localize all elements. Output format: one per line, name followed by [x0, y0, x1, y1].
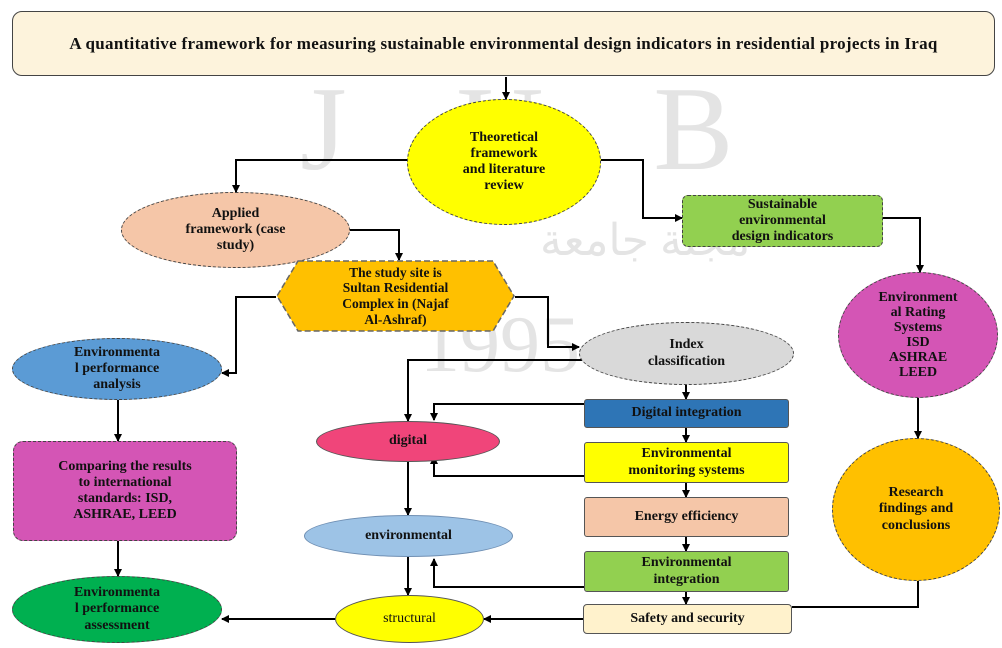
- node-theoretical-framework-label: Theoretical framework and literature rev…: [462, 129, 546, 194]
- node-study-site-label: The study site is Sultan Residential Com…: [342, 264, 449, 327]
- node-env-performance-analysis: Environmenta l performance analysis: [12, 338, 222, 400]
- node-structural: structural: [335, 595, 484, 643]
- node-rating-systems: Environment al Rating Systems ISD ASHRAE…: [838, 272, 998, 398]
- node-digital-label: digital: [388, 433, 428, 449]
- node-comparing-results-label: Comparing the results to international s…: [58, 458, 192, 523]
- node-energy-efficiency: Energy efficiency: [584, 497, 789, 537]
- connector-applied-studysite: [350, 229, 403, 261]
- node-applied-framework: Applied framework (case study): [121, 192, 350, 268]
- node-index-classification: Index classification: [579, 322, 794, 385]
- node-energy-efficiency-label: Energy efficiency: [634, 508, 739, 524]
- node-safety-security: Safety and security: [583, 604, 792, 634]
- connector-envint-environmental: [430, 558, 584, 588]
- node-structural-label: structural: [383, 610, 436, 626]
- connector-theoretical-applied: [232, 159, 407, 193]
- node-index-classification-label: Index classification: [648, 337, 725, 369]
- connector-studysite-envperf: [221, 296, 276, 377]
- connector-research-safety: [792, 581, 919, 608]
- node-comparing-results: Comparing the results to international s…: [13, 441, 237, 541]
- connector-sustainable-rating: [883, 217, 924, 273]
- node-research-findings-label: Research findings and conclusions: [878, 485, 954, 533]
- connector-theoretical-sustainable: [601, 159, 683, 222]
- node-env-integration: Environmental integration: [584, 551, 789, 592]
- node-monitoring-systems: Environmental monitoring systems: [584, 442, 789, 483]
- connector-index-digital: [404, 359, 582, 422]
- node-applied-framework-label: Applied framework (case study): [185, 205, 286, 254]
- node-environmental-label: environmental: [365, 527, 452, 543]
- connector-monitoring-digital: [430, 456, 584, 477]
- node-environmental: environmental: [304, 515, 513, 557]
- node-research-findings: Research findings and conclusions: [832, 438, 1000, 581]
- node-study-site-shape: [276, 260, 515, 332]
- node-study-site: The study site is Sultan Residential Com…: [276, 260, 515, 332]
- node-env-performance-assessment: Environmenta l performance assessment: [12, 576, 222, 643]
- node-sustainable-indicators: Sustainable environmental design indicat…: [682, 195, 883, 247]
- node-digital: digital: [316, 421, 500, 462]
- node-digital-integration-label: Digital integration: [631, 405, 742, 421]
- connector-studysite-index: [515, 296, 580, 351]
- node-rating-systems-label: Environment al Rating Systems ISD ASHRAE…: [878, 289, 958, 381]
- node-env-integration-label: Environmental integration: [641, 555, 732, 587]
- node-digital-integration: Digital integration: [584, 399, 789, 428]
- title-text: A quantitative framework for measuring s…: [69, 33, 938, 53]
- node-monitoring-systems-label: Environmental monitoring systems: [628, 446, 745, 478]
- node-safety-security-label: Safety and security: [630, 610, 745, 626]
- title-box: A quantitative framework for measuring s…: [12, 11, 995, 76]
- node-sustainable-indicators-label: Sustainable environmental design indicat…: [731, 196, 834, 245]
- node-theoretical-framework: Theoretical framework and literature rev…: [407, 99, 601, 225]
- node-env-performance-assessment-label: Environmenta l performance assessment: [73, 585, 161, 633]
- node-env-performance-analysis-label: Environmenta l performance analysis: [73, 344, 161, 393]
- connector-digitalint-digital: [430, 403, 584, 421]
